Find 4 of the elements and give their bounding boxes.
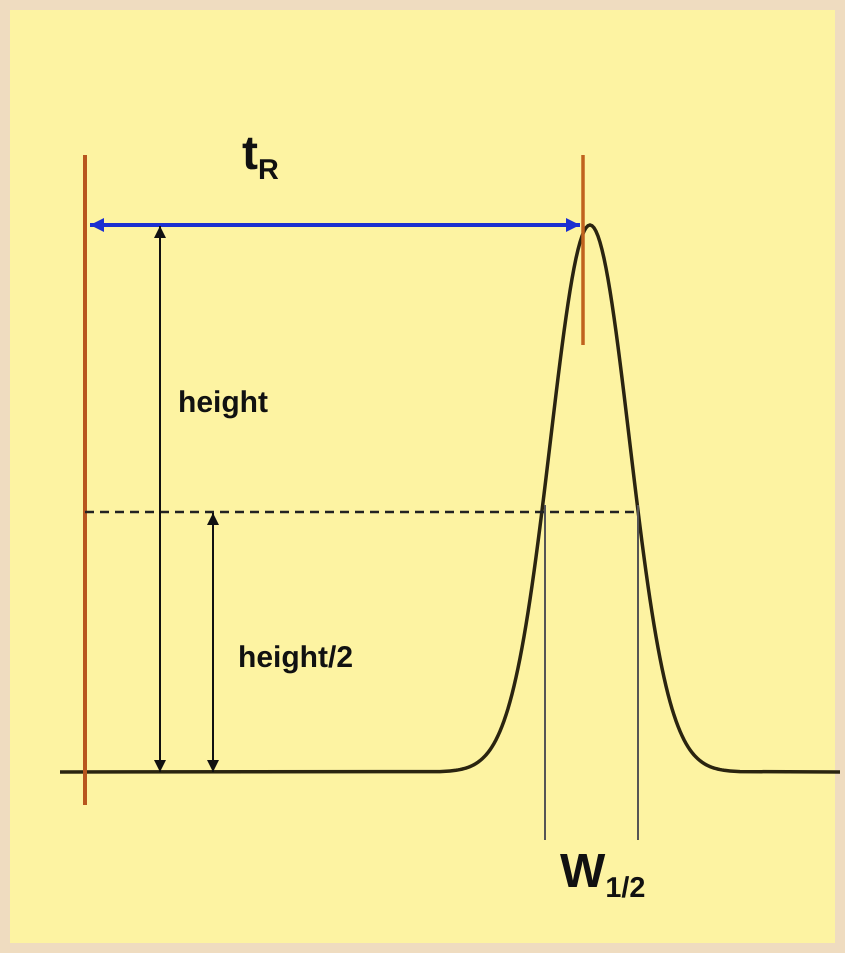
half-width-label: W$_{1/2}$ (560, 848, 646, 903)
height-label: height (178, 388, 268, 418)
half-height-label: height/2 (238, 643, 354, 673)
retention-time-label: t$_{R}$ (242, 130, 279, 185)
